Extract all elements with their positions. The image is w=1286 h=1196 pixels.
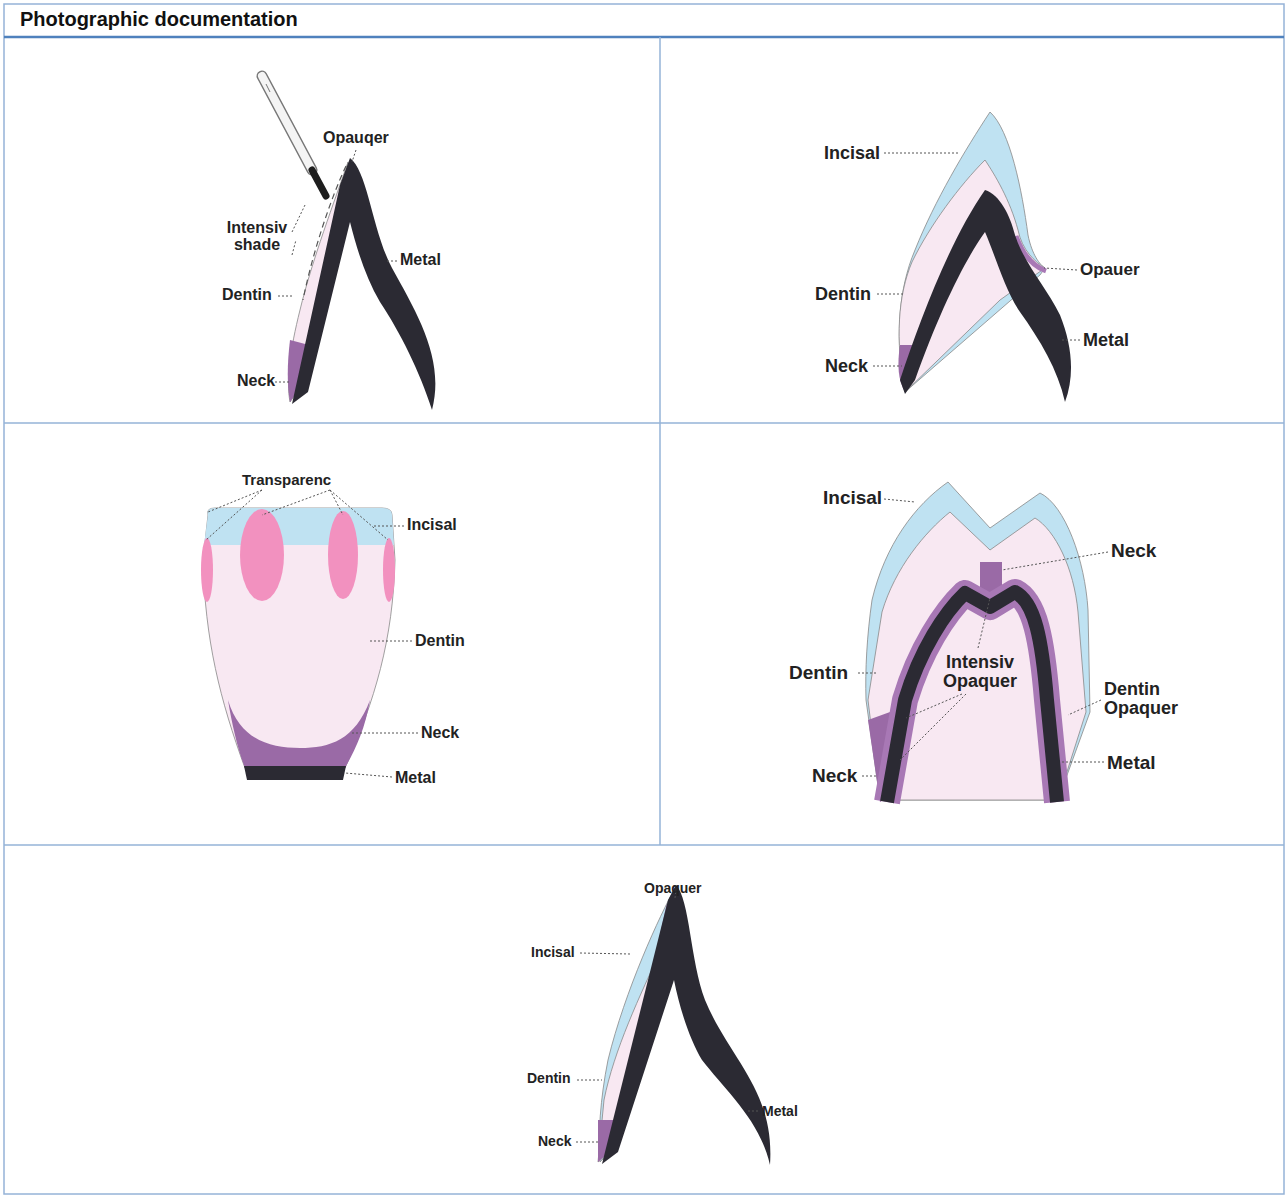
part-label: Dentin [415,633,465,650]
table-header: Photographic documentation [20,8,298,31]
anterior-section-2 [898,112,1071,402]
part-label: Neck [825,357,868,376]
part-label: Dentin [527,1071,571,1086]
part-label: Transparenc [242,472,331,488]
part-label: Incisal [407,517,457,534]
leader-lines [206,150,1108,1142]
part-label: Metal [1107,753,1156,773]
part-label: Dentin [789,663,848,683]
frontal-view [201,508,395,780]
part-label: Opauqer [323,130,389,147]
part-label: Intensiv shade [218,220,296,254]
part-label: Neck [421,725,459,742]
part-label: Neck [1111,541,1156,561]
part-label: Intensiv Opaquer [932,653,1028,691]
table-border [4,4,1284,1194]
molar-section [866,482,1090,802]
part-label: Metal [400,252,441,269]
cell-rule [659,37,661,845]
part-label: Opauer [1080,261,1140,279]
part-label: Metal [395,770,436,787]
part-label: Neck [538,1134,571,1149]
part-label: Dentin Opaquer [1104,680,1204,718]
part-label: Dentin [815,285,871,304]
part-label: Metal [1083,331,1129,350]
part-label: Opaquer [644,881,702,896]
part-label: Incisal [824,144,880,163]
part-label: Dentin [222,287,272,304]
anterior-section-3 [598,885,770,1165]
part-label: Neck [237,373,275,390]
cell-rule [4,844,1284,846]
anterior-section-1 [262,76,435,410]
part-label: Incisal [531,945,575,960]
part-label: Metal [762,1104,798,1119]
part-label: Neck [812,766,857,786]
header-rule [4,36,1284,39]
cell-rule [4,422,1284,424]
part-label: Incisal [823,488,882,508]
